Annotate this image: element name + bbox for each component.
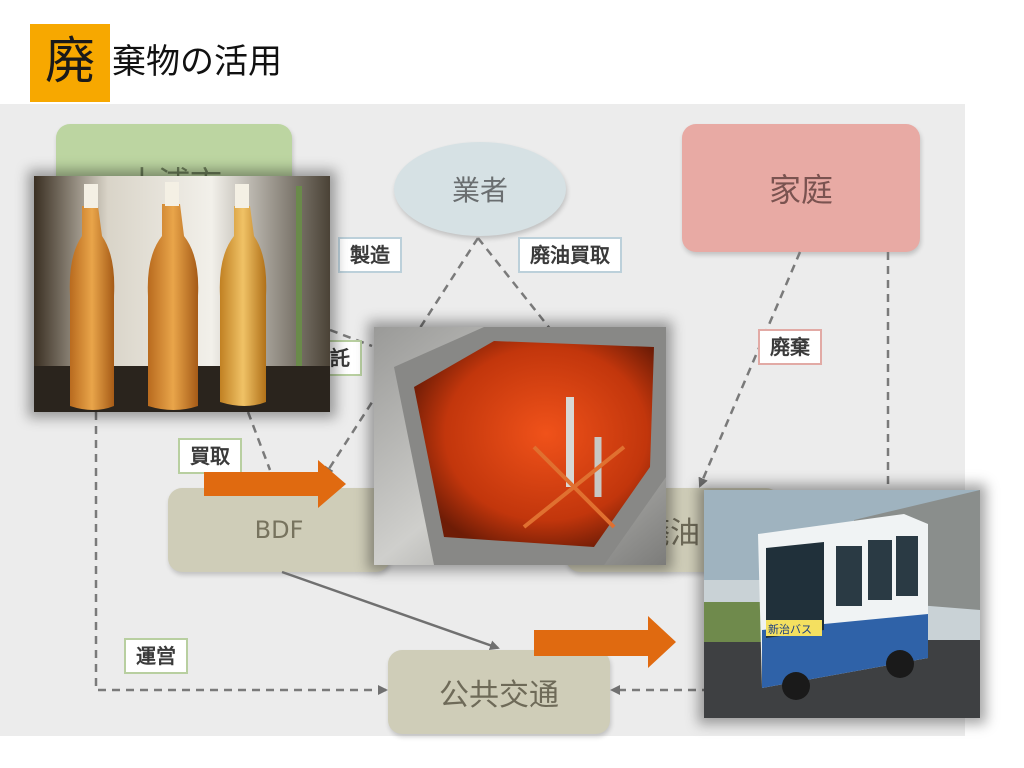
node-bdf: BDF	[168, 488, 390, 572]
line-home-to-oil	[698, 251, 802, 488]
title-block: 廃	[30, 24, 110, 102]
node-bdf-label: BDF	[254, 516, 304, 544]
orange-arrow-right-1	[204, 460, 346, 508]
line-bdf-to-transit	[281, 570, 500, 651]
label-operate: 運営	[124, 638, 188, 674]
node-vendor: 業者	[394, 142, 566, 236]
label-manufacture: 製造	[338, 237, 402, 273]
node-home-label: 家庭	[768, 171, 833, 209]
node-vendor-label: 業者	[451, 174, 508, 207]
node-public-transit: 公共交通	[388, 650, 610, 734]
label-waste-oil-purchase: 廃油買取	[518, 237, 622, 273]
node-home: 家庭	[682, 124, 920, 252]
line-city-to-vendor	[329, 328, 373, 348]
tank-photo	[374, 327, 666, 565]
label-purchase: 買取	[178, 438, 242, 474]
line-vendor-to-oil	[477, 237, 556, 336]
label-dispose: 廃棄	[758, 329, 822, 365]
page-title: 棄物の活用	[112, 42, 282, 82]
bus-sign: 新治バス	[768, 622, 812, 636]
line-city-to-bdf	[246, 411, 272, 471]
node-public-transit-label: 公共交通	[439, 678, 559, 713]
title-char: 廃	[45, 32, 95, 90]
orange-arrow-right-2	[534, 616, 676, 668]
bus-photo: 新治バス	[704, 490, 980, 718]
bottles-photo	[34, 176, 330, 412]
